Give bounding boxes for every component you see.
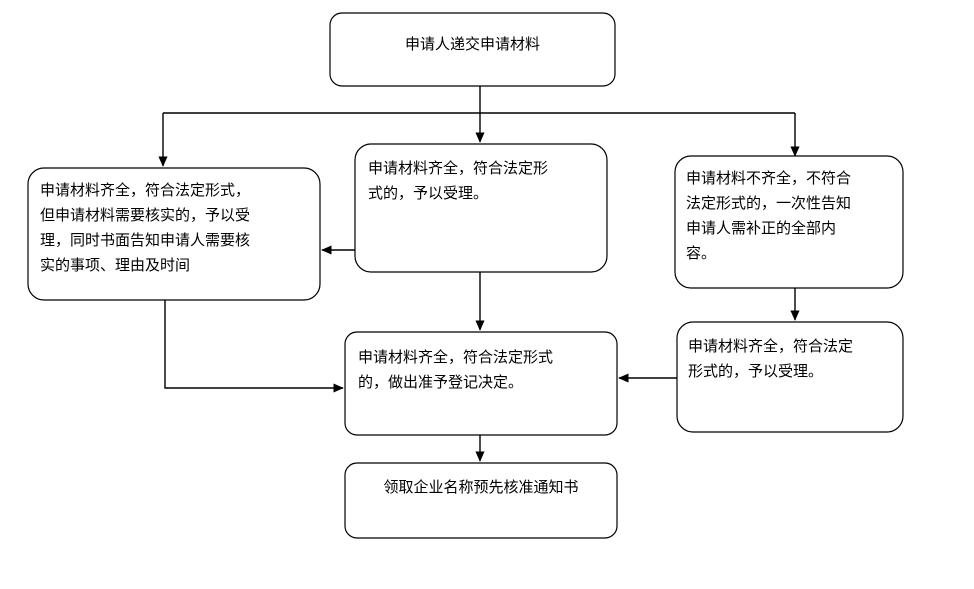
- node-needs-verification: [27, 167, 321, 301]
- node-submit: [329, 12, 616, 87]
- node-receive-notice: [344, 462, 618, 539]
- node-corrected-accept: [676, 321, 904, 433]
- node-incomplete-notice: [674, 155, 904, 289]
- edge-needs-verification-to-approve: [164, 300, 344, 393]
- node-complete-accept: [354, 143, 608, 273]
- node-approve-registration: [344, 331, 618, 436]
